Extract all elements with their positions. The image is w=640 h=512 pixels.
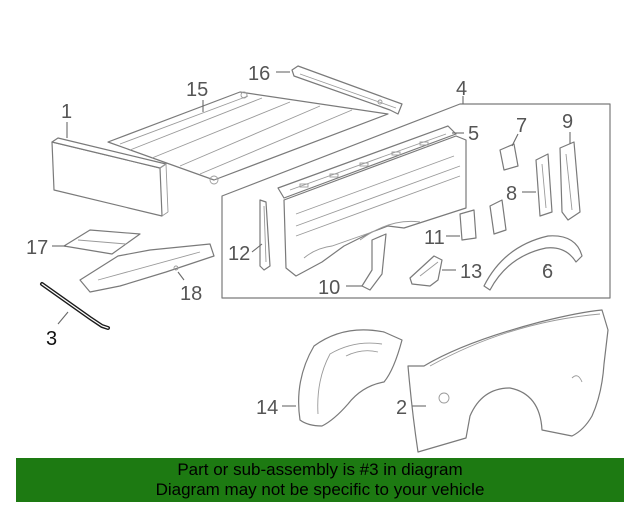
leader-18	[177, 271, 185, 281]
part-12-pillar[interactable]	[259, 199, 271, 271]
part-18-floor-mat[interactable]	[79, 243, 215, 293]
part-9-pillar[interactable]	[559, 141, 581, 221]
part-16-front-rail[interactable]	[291, 65, 403, 115]
part-10-brace[interactable]	[361, 233, 387, 291]
callout-13[interactable]: 13	[460, 261, 482, 283]
part-15-bed-floor[interactable]	[107, 91, 389, 185]
part-13-bracket[interactable]	[409, 255, 443, 287]
callout-2[interactable]: 2	[396, 397, 407, 419]
callout-6[interactable]: 6	[542, 261, 553, 283]
callout-1[interactable]: 1	[61, 101, 72, 123]
callout-7[interactable]: 7	[516, 115, 527, 137]
part-3-seal-strip[interactable]	[40, 282, 110, 330]
part-6-wheel-arch[interactable]	[483, 235, 583, 291]
part-8-bracket[interactable]	[535, 153, 553, 217]
callout-16[interactable]: 16	[248, 63, 270, 85]
leader-3	[57, 311, 69, 325]
callout-5[interactable]: 5	[468, 123, 479, 145]
leader-12	[251, 243, 263, 253]
info-banner-line-1: Part or sub-assembly is #3 in diagram	[177, 460, 463, 479]
callout-12[interactable]: 12	[228, 243, 250, 265]
part-2-outer-side-panel[interactable]	[407, 309, 609, 453]
callout-15[interactable]: 15	[186, 79, 208, 101]
part-5-side-rail[interactable]	[277, 125, 457, 199]
info-banner-line-2: Diagram may not be specific to your vehi…	[155, 480, 485, 499]
part-14-wheelhouse[interactable]	[298, 329, 403, 427]
part-7-bracket[interactable]	[499, 143, 519, 171]
callout-3[interactable]: 3	[46, 328, 57, 350]
part-1-front-panel[interactable]	[51, 137, 169, 217]
callout-11[interactable]: 11	[424, 227, 445, 249]
callout-8[interactable]: 8	[506, 183, 517, 205]
small-bracket	[489, 199, 507, 235]
callout-18[interactable]: 18	[180, 283, 202, 305]
callout-14[interactable]: 14	[256, 397, 278, 419]
part-17-floor-mat[interactable]	[63, 229, 141, 255]
callout-4[interactable]: 4	[456, 78, 467, 100]
callout-17[interactable]: 17	[26, 237, 48, 259]
info-banner: Part or sub-assembly is #3 in diagram Di…	[16, 458, 624, 502]
leader-7	[511, 133, 519, 147]
callout-9[interactable]: 9	[562, 111, 573, 133]
inner-side-panel	[283, 135, 467, 277]
parts-diagram: 1 15 16 4 5	[26, 63, 611, 453]
callout-10[interactable]: 10	[318, 277, 340, 299]
part-11-bracket[interactable]	[459, 209, 477, 241]
subassembly-4-frame	[221, 103, 611, 299]
